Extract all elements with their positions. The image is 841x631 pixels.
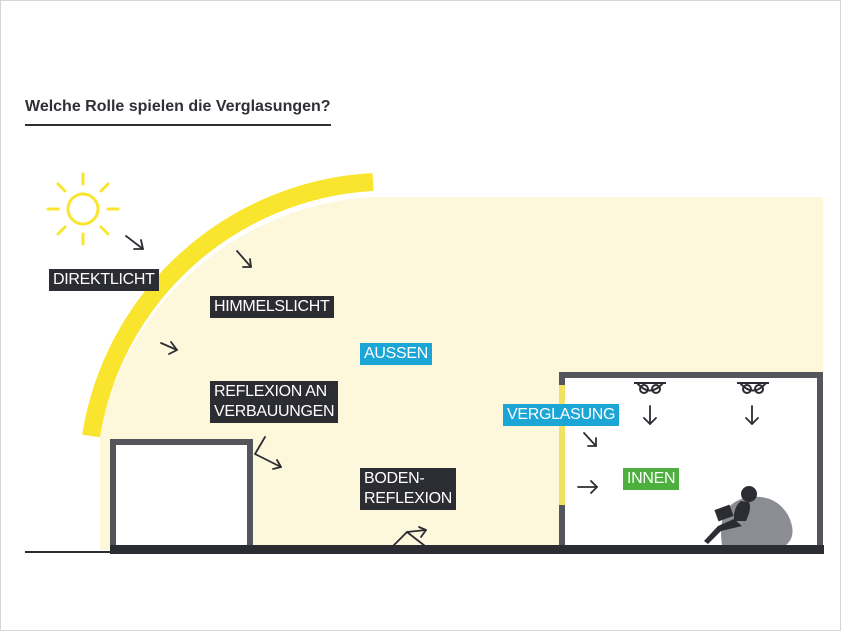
ground-slab bbox=[110, 545, 824, 554]
label-bodenreflexion: BODEN- REFLEXION bbox=[360, 468, 456, 510]
person-on-beanbag-icon bbox=[704, 486, 793, 545]
label-himmelslicht: HIMMELSLICHT bbox=[210, 296, 334, 318]
neighbour-building bbox=[110, 439, 253, 547]
page-title: Welche Rolle spielen die Verglasungen? bbox=[25, 98, 331, 126]
label-reflexion-an-verbauungen: REFLEXION AN VERBAUUNGEN bbox=[210, 381, 339, 423]
ceiling-light-icon bbox=[737, 382, 769, 394]
sun-arc bbox=[82, 173, 374, 438]
arrow-icon bbox=[125, 235, 759, 548]
ceiling-light-icon bbox=[634, 382, 666, 394]
label-innen: INNEN bbox=[623, 468, 680, 490]
label-aussen: AUSSEN bbox=[360, 343, 432, 365]
label-verglasung: VERGLASUNG bbox=[503, 404, 620, 426]
label-direktlicht: DIREKTLICHT bbox=[49, 269, 159, 291]
sun-icon bbox=[46, 172, 120, 246]
